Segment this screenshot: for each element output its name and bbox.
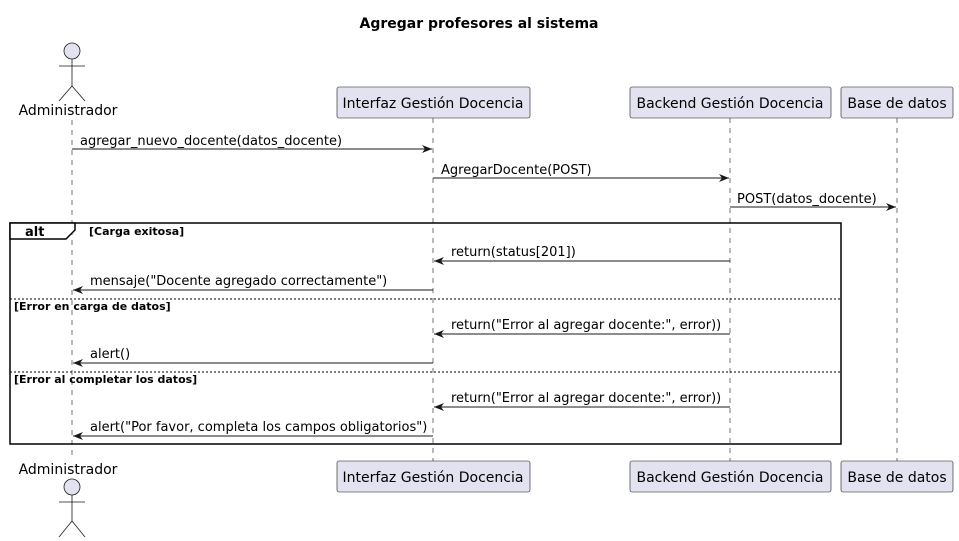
- participant-box: [629, 460, 832, 493]
- alt-tab: [9, 222, 76, 240]
- participant-base-datos-top: Base de datos: [840, 86, 954, 119]
- participant-label: Backend Gestión Docencia: [636, 96, 823, 112]
- participant-box: [336, 86, 531, 119]
- actor-head: [63, 478, 81, 496]
- participant-box: [336, 460, 531, 493]
- actor-leg-right: [71, 85, 86, 102]
- participant-label: Interfaz Gestión Docencia: [343, 96, 524, 112]
- alt-keyword: alt: [25, 225, 44, 240]
- message-label: return("Error al agregar docente:", erro…: [451, 318, 721, 333]
- actor-leg-left: [58, 520, 73, 538]
- participant-label: Base de datos: [847, 470, 946, 486]
- participant-label: Administrador: [19, 103, 118, 119]
- alt-frame: [9, 222, 842, 445]
- participant-interfaz-top: Interfaz Gestión Docencia: [336, 86, 531, 119]
- alt-guard: [Error en carga de datos]: [14, 300, 171, 313]
- message-label: return("Error al agregar docente:", erro…: [451, 391, 721, 406]
- alt-guard: [Error al completar los datos]: [14, 373, 197, 386]
- diagram-title: Agregar profesores al sistema: [360, 16, 599, 32]
- actor-leg-left: [58, 85, 73, 102]
- actor-leg-right: [71, 520, 86, 538]
- participant-box: [840, 86, 954, 119]
- message-label: POST(datos_docente): [737, 192, 877, 207]
- message-label: alert(): [90, 347, 130, 362]
- participant-box: [840, 460, 954, 493]
- message-label: return(status[201]): [451, 245, 576, 260]
- message-label: agregar_nuevo_docente(datos_docente): [80, 134, 342, 149]
- participant-label: Interfaz Gestión Docencia: [343, 470, 524, 486]
- participant-label: Backend Gestión Docencia: [636, 470, 823, 486]
- alt-fragment: alt [Carga exitosa] return(status[201]) …: [9, 222, 842, 445]
- participant-label: Administrador: [19, 462, 118, 478]
- actor-administrador-bottom: Administrador: [19, 462, 118, 538]
- message-label: mensaje("Docente agregado correctamente"…: [90, 274, 387, 289]
- participant-base-datos-bottom: Base de datos: [840, 460, 954, 493]
- participant-box: [629, 86, 832, 119]
- actor-head: [63, 42, 81, 60]
- message-label: alert("Por favor, completa los campos ob…: [90, 420, 427, 435]
- message-label: AgregarDocente(POST): [441, 163, 592, 178]
- alt-guard: [Carga exitosa]: [89, 225, 184, 238]
- participant-backend-top: Backend Gestión Docencia: [629, 86, 832, 119]
- participant-label: Base de datos: [847, 96, 946, 112]
- actor-administrador-top: Administrador: [19, 42, 118, 119]
- participant-interfaz-bottom: Interfaz Gestión Docencia: [336, 460, 531, 493]
- participant-backend-bottom: Backend Gestión Docencia: [629, 460, 832, 493]
